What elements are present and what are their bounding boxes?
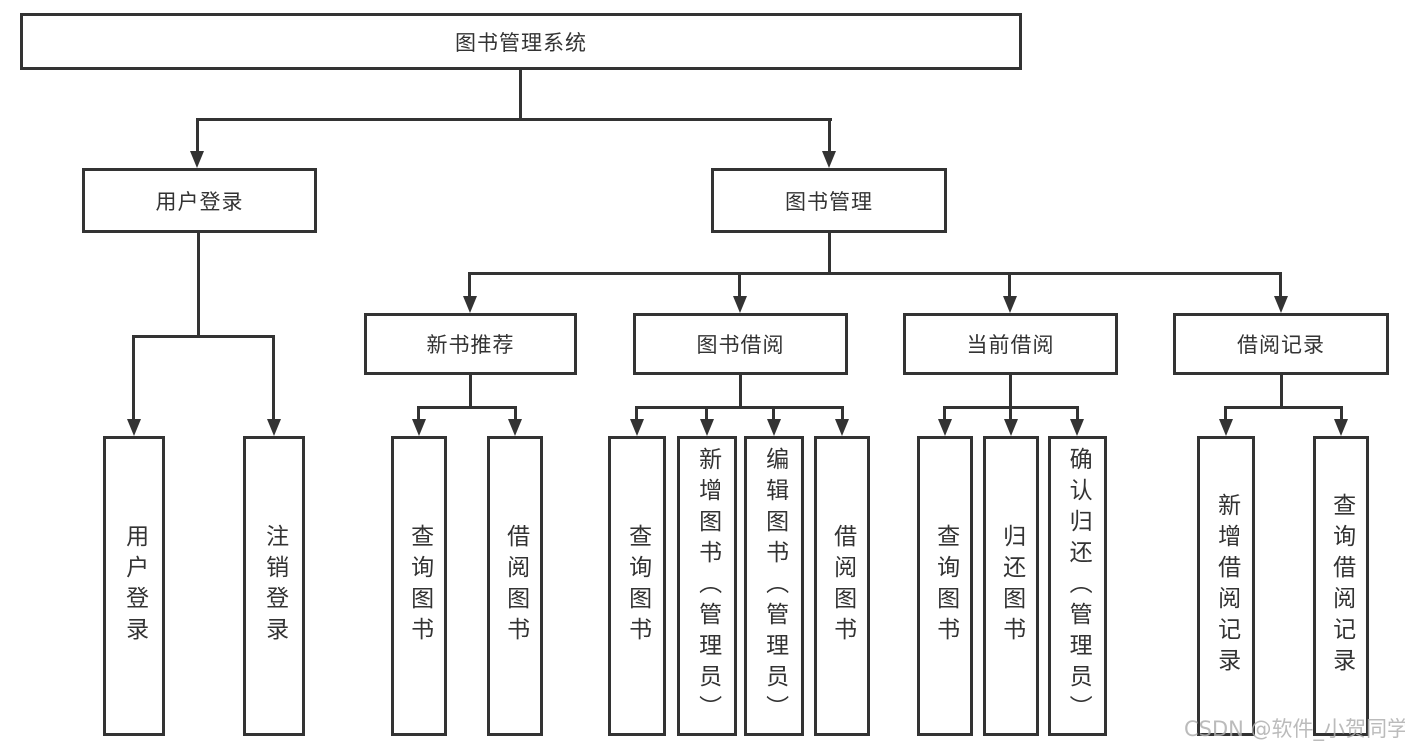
connector-line	[197, 233, 200, 338]
arrowhead-down-icon	[508, 419, 522, 436]
arrowhead-down-icon	[835, 419, 849, 436]
connector-line	[468, 272, 471, 298]
node-query-books-current-label: 查询图书	[932, 524, 959, 648]
node-borrow-books-recommend-label: 借阅图书	[502, 524, 529, 648]
connector-line	[841, 406, 844, 421]
connector-line	[196, 118, 199, 154]
connector-line	[132, 335, 275, 338]
node-query-books-recommend-label: 查询图书	[406, 524, 433, 648]
arrowhead-down-icon	[700, 419, 714, 436]
node-query-books-recommend: 查询图书	[391, 436, 447, 736]
node-query-borrow-record: 查询借阅记录	[1313, 436, 1369, 736]
arrowhead-down-icon	[412, 419, 426, 436]
connector-line	[828, 233, 831, 274]
connector-line	[635, 406, 844, 409]
connector-line	[196, 118, 832, 121]
node-root-label: 图书管理系统	[455, 30, 587, 55]
connector-line	[1340, 406, 1343, 421]
connector-line	[739, 375, 742, 409]
node-book-management-label: 图书管理	[785, 189, 873, 214]
node-borrow-books-borrowing: 借阅图书	[814, 436, 870, 736]
node-logout-action-label: 注销登录	[261, 524, 288, 648]
connector-line	[1280, 375, 1283, 409]
node-add-books-admin-label: 新增图书（管理员）	[694, 446, 721, 726]
connector-line	[1009, 375, 1012, 409]
connector-line	[417, 406, 517, 409]
arrowhead-down-icon	[190, 151, 204, 168]
connector-line	[1009, 406, 1012, 421]
connector-line	[1224, 406, 1343, 409]
node-confirm-return-admin: 确认归还（管理员）	[1048, 436, 1107, 736]
node-borrow-records-label: 借阅记录	[1237, 333, 1325, 357]
arrowhead-down-icon	[767, 419, 781, 436]
connector-line	[828, 118, 831, 154]
connector-line	[417, 406, 420, 421]
arrowhead-down-icon	[1003, 296, 1017, 313]
node-add-books-admin: 新增图书（管理员）	[677, 436, 737, 736]
node-user-login-action: 用户登录	[103, 436, 165, 736]
node-edit-books-admin-label: 编辑图书（管理员）	[761, 446, 788, 726]
node-query-books-borrowing-label: 查询图书	[624, 524, 651, 648]
connector-line	[1279, 272, 1282, 298]
arrowhead-down-icon	[1004, 419, 1018, 436]
node-borrow-books-borrowing-label: 借阅图书	[829, 524, 856, 648]
node-book-borrowing: 图书借阅	[633, 313, 848, 375]
node-return-books-label: 归还图书	[998, 524, 1025, 648]
arrowhead-down-icon	[127, 419, 141, 436]
arrowhead-down-icon	[1274, 296, 1288, 313]
node-new-book-recommend: 新书推荐	[364, 313, 577, 375]
node-root: 图书管理系统	[20, 13, 1022, 70]
arrowhead-down-icon	[938, 419, 952, 436]
node-logout-action: 注销登录	[243, 436, 305, 736]
node-query-books-current: 查询图书	[917, 436, 973, 736]
node-edit-books-admin: 编辑图书（管理员）	[744, 436, 804, 736]
node-user-login: 用户登录	[82, 168, 317, 233]
arrowhead-down-icon	[1334, 419, 1348, 436]
arrowhead-down-icon	[822, 151, 836, 168]
connector-line	[514, 406, 517, 421]
connector-line	[635, 406, 638, 421]
connector-line	[1076, 406, 1079, 421]
connector-line	[1224, 406, 1227, 421]
node-book-management: 图书管理	[711, 168, 947, 233]
arrowhead-down-icon	[1070, 419, 1084, 436]
connector-line	[738, 272, 741, 298]
connector-line	[1008, 272, 1011, 298]
node-add-borrow-record: 新增借阅记录	[1197, 436, 1255, 736]
node-current-borrowing-label: 当前借阅	[966, 333, 1055, 357]
node-borrow-records: 借阅记录	[1173, 313, 1389, 375]
connector-line	[943, 406, 946, 421]
node-user-login-label: 用户登录	[155, 189, 244, 214]
connector-line	[469, 375, 472, 409]
node-add-borrow-record-label: 新增借阅记录	[1213, 493, 1240, 679]
node-borrow-books-recommend: 借阅图书	[487, 436, 543, 736]
node-return-books: 归还图书	[983, 436, 1039, 736]
node-current-borrowing: 当前借阅	[903, 313, 1118, 375]
connector-line	[772, 406, 775, 421]
csdn-watermark: CSDN @软件_小贺同学	[1184, 717, 1405, 741]
arrowhead-down-icon	[463, 296, 477, 313]
connector-line	[468, 272, 1282, 275]
connector-line	[272, 335, 275, 421]
node-confirm-return-admin-label: 确认归还（管理员）	[1065, 446, 1092, 726]
node-new-book-recommend-label: 新书推荐	[426, 333, 515, 357]
arrowhead-down-icon	[630, 419, 644, 436]
arrowhead-down-icon	[1219, 419, 1233, 436]
node-user-login-action-label: 用户登录	[121, 524, 148, 648]
connector-line	[705, 406, 708, 421]
node-query-borrow-record-label: 查询借阅记录	[1328, 493, 1355, 679]
node-query-books-borrowing: 查询图书	[608, 436, 666, 736]
node-book-borrowing-label: 图书借阅	[696, 333, 785, 357]
arrowhead-down-icon	[267, 419, 281, 436]
arrowhead-down-icon	[733, 296, 747, 313]
connector-line	[519, 70, 522, 120]
connector-line	[132, 335, 135, 421]
